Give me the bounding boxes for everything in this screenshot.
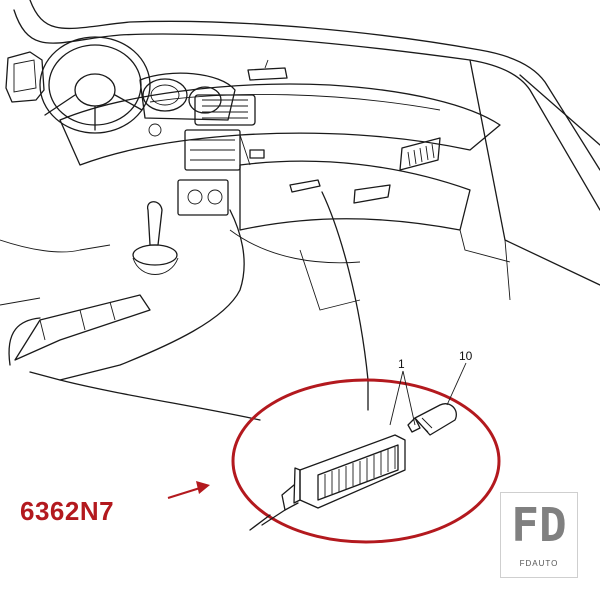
brand-logo-text: FDAUTO <box>519 559 559 568</box>
gear-lever <box>132 201 179 275</box>
glovebox <box>239 160 511 263</box>
lamp-bulb <box>407 403 457 436</box>
side-mirror <box>5 51 45 103</box>
instrument-cluster <box>139 72 236 137</box>
pointer-arrow <box>167 481 210 500</box>
glovebox-lamp <box>249 434 406 531</box>
callout-10: 10 <box>459 349 473 363</box>
callout-leaders <box>389 362 467 426</box>
brand-logo-mark: FD <box>511 498 567 552</box>
part-number-label: 6362N7 <box>20 496 115 526</box>
brand-logo: FD FDAUTO <box>500 492 578 578</box>
dashboard-top <box>59 83 501 166</box>
air-vent-right <box>399 137 441 171</box>
callout-1: 1 <box>398 357 405 371</box>
leader-line <box>321 191 369 411</box>
center-stack <box>177 94 265 216</box>
rear-view-mirror <box>247 59 288 81</box>
windshield-frame <box>13 0 600 301</box>
lamp-lens-ribs <box>324 447 396 497</box>
steering-wheel <box>39 36 151 134</box>
highlight-ellipse <box>231 378 501 544</box>
